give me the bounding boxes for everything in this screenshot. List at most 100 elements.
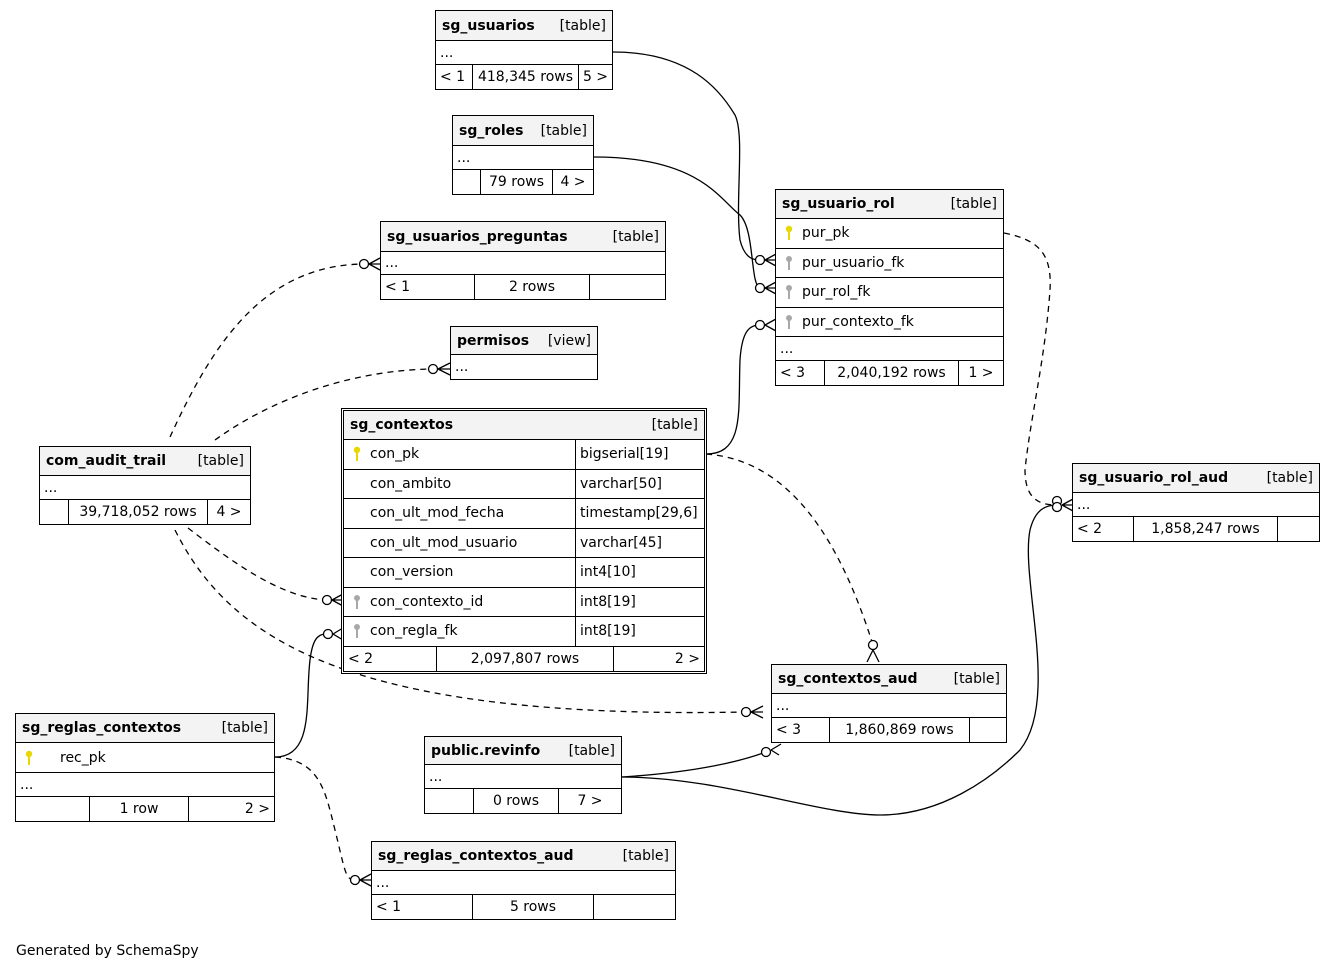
parents-count[interactable]	[40, 500, 68, 524]
table-public-revinfo[interactable]: public.revinfo [table] ... 0 rows 7 >	[424, 736, 622, 814]
columns-ellipsis: ...	[44, 479, 58, 496]
children-count[interactable]: 4 >	[207, 500, 250, 524]
children-count[interactable]: 4 >	[552, 170, 593, 194]
edge-audit-contextos-aud	[174, 529, 747, 714]
edge-contextos-contextos-aud	[705, 453, 874, 646]
edge-usuarios-usuario-rol	[612, 51, 761, 261]
table-kind: [table]	[622, 848, 669, 864]
crows-foot	[750, 705, 764, 719]
edge-audit-permisos	[214, 368, 434, 441]
table-kind: [table]	[197, 453, 244, 469]
column-name: rec_pk	[60, 749, 106, 766]
row-count: 1 row	[89, 797, 188, 821]
foreign-key-icon	[348, 623, 366, 639]
column-name: con_ult_mod_fecha	[370, 505, 505, 522]
table-kind: [view]	[547, 332, 591, 349]
table-permisos[interactable]: permisos [view] ...	[450, 326, 598, 380]
table-name: sg_usuario_rol	[782, 196, 895, 212]
columns-ellipsis: ...	[429, 768, 443, 785]
table-sg-contextos-aud[interactable]: sg_contextos_aud [table] ... < 3 1,860,8…	[771, 664, 1007, 743]
row-count: 39,718,052 rows	[68, 500, 207, 524]
table-name: public.revinfo	[431, 742, 541, 759]
table-sg-contextos[interactable]: sg_contextos [table] con_pk bigserial[19…	[341, 408, 707, 674]
parents-count[interactable]: < 3	[780, 365, 806, 381]
column-type: varchar[50]	[575, 469, 704, 498]
column-type: bigserial[19]	[575, 440, 704, 469]
table-sg-usuario-rol[interactable]: sg_usuario_rol [table] pur_pk pur_usuari…	[775, 189, 1004, 386]
parents-count[interactable]: < 1	[376, 899, 402, 915]
parents-count[interactable]	[425, 789, 473, 813]
children-count[interactable]	[1277, 517, 1319, 541]
marker-circle	[754, 282, 766, 294]
column-name: pur_contexto_fk	[802, 313, 914, 330]
marker-circle	[760, 746, 772, 758]
column-name: pur_pk	[802, 225, 850, 242]
table-com-audit-trail[interactable]: com_audit_trail [table] ... 39,718,052 r…	[39, 446, 251, 525]
parents-count[interactable]: < 3	[776, 722, 802, 738]
edge-roles-usuario-rol	[593, 156, 761, 289]
children-count[interactable]: 5 >	[578, 65, 612, 89]
parents-count[interactable]: < 1	[440, 69, 466, 85]
marker-circle	[349, 874, 361, 886]
marker-circle	[740, 706, 752, 718]
column-name: con_pk	[370, 446, 420, 463]
foreign-key-icon	[780, 255, 798, 271]
crows-foot	[1061, 498, 1074, 512]
parents-count[interactable]: < 1	[385, 279, 411, 295]
children-count[interactable]	[593, 895, 675, 919]
column-type: int4[10]	[575, 558, 704, 587]
crows-foot	[770, 743, 782, 756]
table-kind: [table]	[612, 228, 659, 245]
column-name: pur_rol_fk	[802, 284, 871, 301]
column-type: timestamp[29,6]	[575, 499, 704, 528]
marker-circle	[358, 258, 370, 270]
crows-foot	[359, 873, 372, 887]
parents-count[interactable]	[16, 797, 89, 821]
crows-foot	[764, 253, 777, 267]
row-count: 2,097,807 rows	[436, 646, 613, 671]
foreign-key-icon	[348, 594, 366, 610]
edge-reglas-reglas-aud	[274, 756, 356, 881]
column-name: con_ambito	[370, 475, 452, 492]
marker-circle	[1051, 501, 1063, 513]
table-name: sg_reglas_contextos	[22, 720, 182, 736]
table-sg-usuarios[interactable]: sg_usuarios [table] ... < 1 418,345 rows…	[435, 10, 613, 90]
table-sg-roles[interactable]: sg_roles [table] ... 79 rows 4 >	[452, 115, 594, 195]
children-count[interactable]: 2 >	[188, 797, 274, 821]
table-sg-reglas-contextos-aud[interactable]: sg_reglas_contextos_aud [table] ... < 1 …	[371, 841, 676, 920]
columns-ellipsis: ...	[376, 874, 390, 891]
columns-ellipsis: ...	[776, 697, 790, 714]
marker-circle	[754, 254, 766, 266]
children-count[interactable]: 2 >	[613, 646, 704, 671]
columns-ellipsis: ...	[440, 44, 454, 61]
parents-count[interactable]: < 2	[1077, 521, 1103, 537]
marker-circle	[867, 639, 879, 651]
children-count[interactable]: 7 >	[558, 789, 621, 813]
parents-count[interactable]: < 2	[348, 650, 374, 667]
children-count[interactable]	[969, 718, 1006, 742]
table-kind: [table]	[950, 196, 997, 212]
table-kind: [table]	[540, 122, 587, 139]
table-name: sg_reglas_contextos_aud	[378, 848, 574, 864]
columns-ellipsis: ...	[457, 149, 471, 166]
crows-foot	[764, 281, 777, 295]
primary-key-icon	[348, 446, 366, 462]
table-name: com_audit_trail	[46, 453, 167, 469]
marker-circle	[427, 363, 439, 375]
table-sg-reglas-contextos[interactable]: sg_reglas_contextos [table] rec_pk ... 1…	[15, 713, 275, 822]
table-kind: [table]	[651, 417, 698, 433]
table-kind: [table]	[221, 720, 268, 736]
parents-count[interactable]	[453, 170, 480, 194]
marker-circle	[321, 594, 333, 606]
children-count[interactable]: 1 >	[958, 361, 1003, 385]
children-count[interactable]	[589, 275, 665, 299]
crows-foot	[368, 257, 381, 271]
table-name: sg_usuario_rol_aud	[1079, 470, 1229, 486]
marker-circle	[322, 628, 334, 640]
table-sg-usuarios-preguntas[interactable]: sg_usuarios_preguntas [table] ... < 1 2 …	[380, 221, 666, 300]
table-name: permisos	[457, 332, 530, 349]
table-sg-usuario-rol-aud[interactable]: sg_usuario_rol_aud [table] ... < 2 1,858…	[1072, 463, 1320, 542]
edge-audit-preguntas	[169, 263, 365, 438]
row-count: 5 rows	[472, 895, 593, 919]
row-count: 1,860,869 rows	[829, 718, 969, 742]
